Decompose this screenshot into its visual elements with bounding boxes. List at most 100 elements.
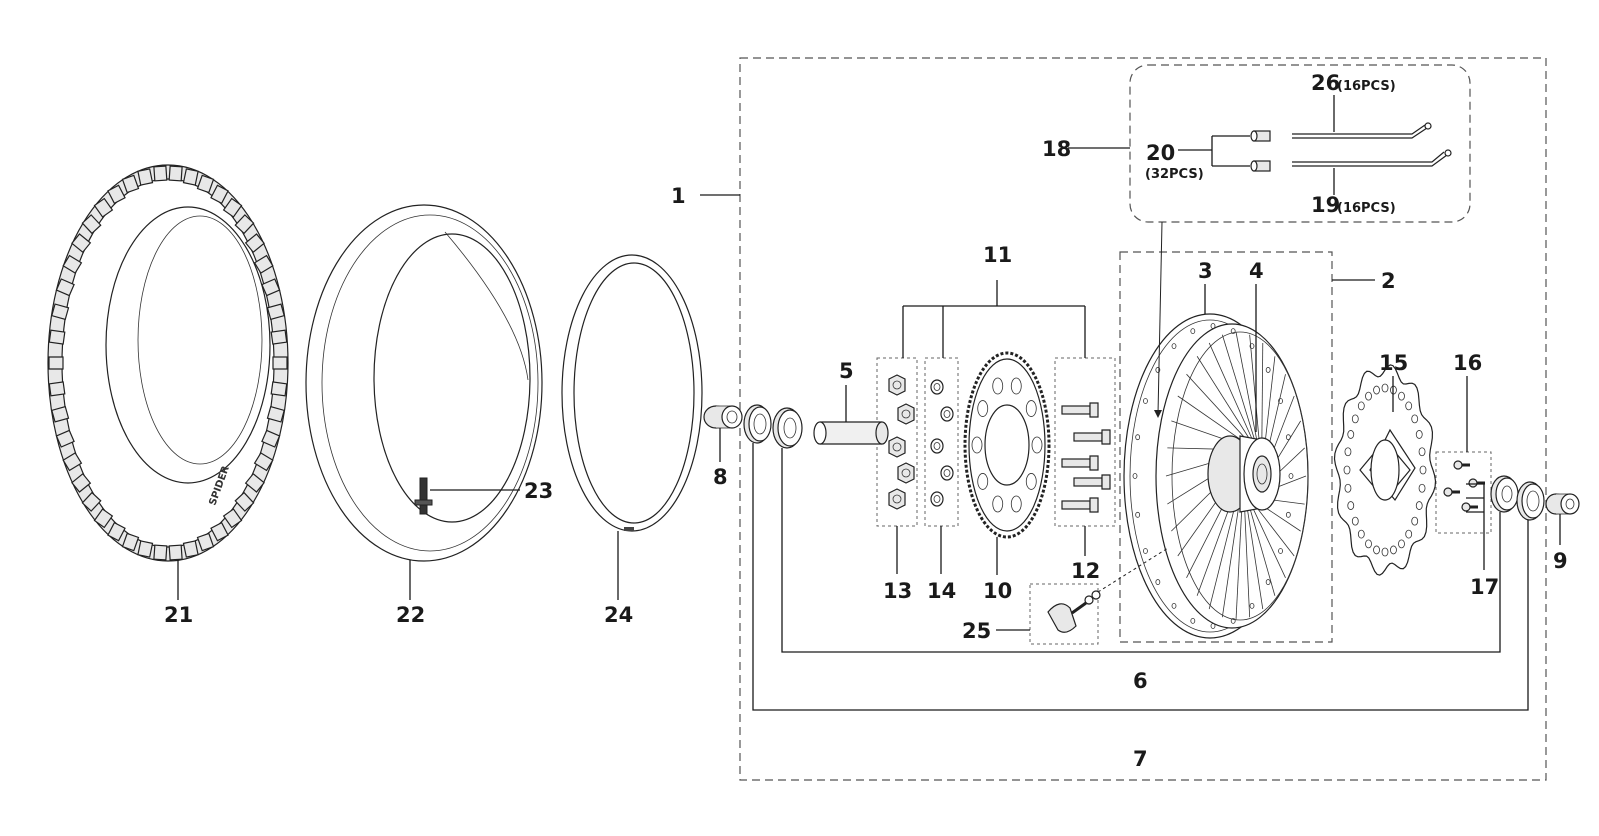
tread-block — [182, 168, 199, 186]
label-15: 15 — [1379, 351, 1408, 375]
tread-block — [121, 532, 140, 552]
rim-hole — [1190, 617, 1196, 624]
bolts-16 — [1443, 460, 1485, 512]
inner-tube — [305, 204, 543, 562]
spoke — [1235, 331, 1259, 447]
tread-block — [182, 540, 199, 558]
label-24: 24 — [604, 603, 633, 627]
tread-block — [51, 405, 70, 423]
quantity-19: (16PCS) — [1337, 201, 1396, 216]
label-12: 12 — [1071, 559, 1100, 583]
tread-block — [222, 197, 243, 218]
rim-hole — [1135, 511, 1141, 518]
tread-block — [55, 278, 75, 297]
tread-block — [153, 165, 168, 182]
tread-block — [48, 329, 66, 345]
quantity-26: (16PCS) — [1337, 79, 1396, 94]
label-16: 16 — [1453, 351, 1482, 375]
tread-block — [107, 521, 126, 542]
label-21: 21 — [164, 603, 193, 627]
label-22: 22 — [396, 603, 425, 627]
sprocket-hole — [992, 495, 1004, 513]
spokes-kit — [1292, 122, 1452, 167]
tread-block — [93, 197, 114, 218]
rim-hole — [1230, 617, 1236, 624]
rim-hole — [1278, 548, 1283, 554]
tread-block — [266, 303, 285, 321]
tread-block — [244, 233, 265, 254]
tread-block — [62, 452, 83, 472]
tread-block — [270, 381, 288, 397]
tread-block — [253, 254, 274, 274]
tread-block — [153, 544, 168, 561]
label-19: 19 — [1311, 193, 1340, 217]
sprocket-hole — [1025, 473, 1037, 490]
bearing-left — [772, 407, 803, 449]
tread-block — [253, 452, 274, 472]
disc-hole — [1405, 401, 1413, 411]
sprocket-hole — [971, 436, 983, 454]
tread-block — [137, 540, 154, 558]
spoke — [1208, 342, 1254, 441]
rim-hole — [1135, 434, 1141, 441]
bearing-right — [1490, 475, 1519, 513]
tread-block — [121, 174, 140, 194]
disc-hole — [1344, 447, 1352, 457]
spoke — [1177, 395, 1246, 443]
disc-hole — [1381, 383, 1389, 393]
sprocket-hole — [1010, 377, 1022, 395]
spoke — [1221, 497, 1241, 618]
quantity-20: (32PCS) — [1145, 167, 1204, 182]
tread-block — [62, 254, 83, 274]
rim-hole — [1210, 323, 1216, 329]
tread-block — [93, 508, 114, 529]
label-9: 9 — [1553, 549, 1568, 573]
label-20: 20 — [1146, 141, 1175, 165]
tread-block — [107, 184, 126, 205]
label-6: 6 — [1133, 669, 1148, 693]
disc-hole — [1418, 483, 1426, 493]
disc-hole — [1344, 483, 1352, 493]
rim-hole — [1288, 473, 1294, 479]
sprocket-hole — [977, 400, 989, 417]
label-14: 14 — [927, 579, 956, 603]
tread-block — [196, 532, 215, 552]
spoke — [1221, 334, 1256, 443]
tread-block — [222, 508, 243, 529]
disc-hole — [1411, 516, 1419, 526]
seal-left — [743, 404, 772, 444]
label-1: 1 — [671, 184, 686, 208]
leader-lines — [177, 95, 1561, 711]
label-13: 13 — [883, 579, 912, 603]
label-23: 23 — [524, 479, 553, 503]
tread-block — [210, 184, 229, 205]
callout-labels: 1 2 3 4 5 6 7 8 9 10 11 12 13 14 15 16 1… — [164, 71, 1568, 771]
rim-lock — [1047, 590, 1101, 633]
spoke — [1196, 356, 1251, 441]
axle-spacer — [813, 421, 889, 445]
disc-hole — [1365, 391, 1372, 401]
rim-hole — [1190, 328, 1196, 335]
tire: SPIDER — [47, 164, 289, 562]
disc-hole — [1381, 547, 1389, 557]
tread-block — [51, 303, 70, 321]
disc-hole — [1405, 529, 1413, 539]
tread-block — [48, 356, 64, 370]
bolt — [1073, 474, 1111, 490]
sprocket-hole — [1025, 400, 1037, 417]
label-11: 11 — [983, 243, 1012, 267]
bolt — [1061, 402, 1099, 418]
label-3: 3 — [1198, 259, 1213, 283]
tread-block — [270, 329, 288, 345]
sprocket-hole — [977, 473, 989, 490]
seal-right — [1516, 481, 1545, 521]
label-5: 5 — [839, 359, 854, 383]
spoke-kit-boundary — [1129, 64, 1471, 223]
tread-block — [81, 491, 102, 512]
disc-hole — [1343, 465, 1351, 475]
rim-hole — [1230, 328, 1236, 335]
disc-hole — [1411, 414, 1419, 424]
spoke — [1244, 505, 1251, 618]
brake-disc — [1333, 364, 1437, 576]
disc-hole — [1351, 516, 1359, 526]
